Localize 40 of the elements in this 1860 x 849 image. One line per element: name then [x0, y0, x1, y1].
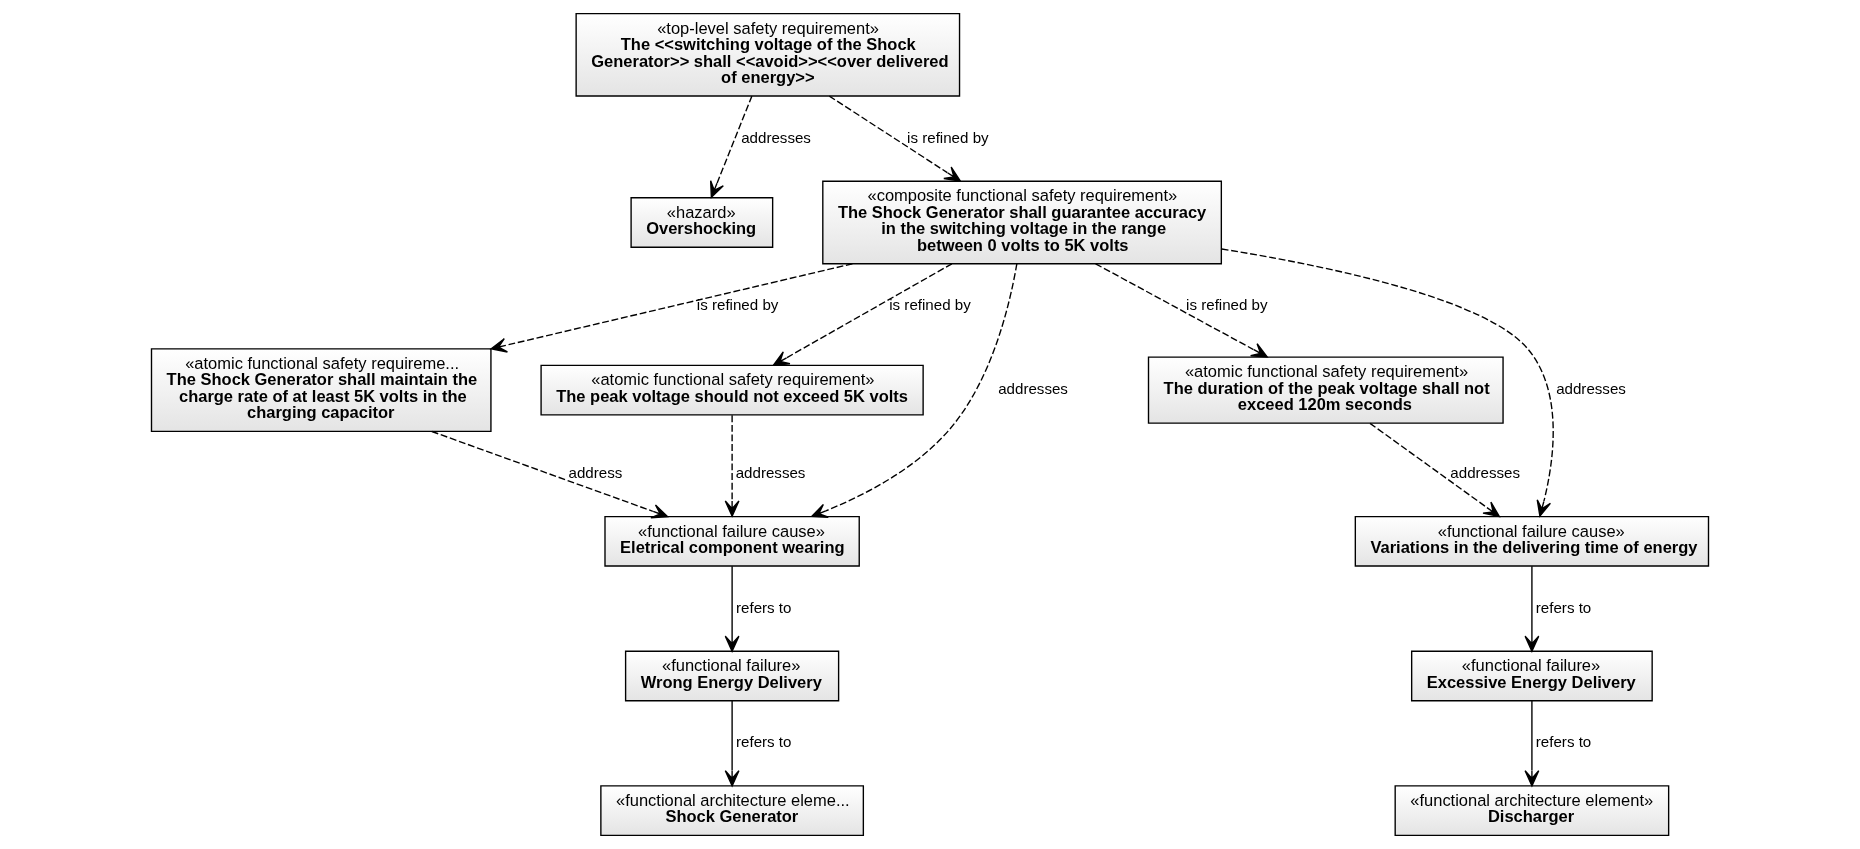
node-box: «atomic functional safety requirement» The peak voltage should not exceed 5K volts: [540, 364, 924, 416]
edge-label: addresses: [741, 128, 811, 146]
edge-label: refers to: [1535, 598, 1592, 616]
arrow: [724, 414, 740, 517]
edge-label: is refined by: [696, 296, 779, 314]
node-box: «functional failure cause» Eletrical component wearing: [604, 515, 860, 567]
arrow: [772, 263, 953, 366]
arrow: [724, 700, 740, 787]
arrow: [431, 430, 669, 519]
arrow: [1369, 422, 1500, 518]
edge-label: is refined by: [889, 296, 971, 314]
edge-label: refers to: [1535, 733, 1592, 751]
node-box: «functional failure cause» Variations in the delivering time of energy: [1354, 515, 1710, 567]
edge-label: is refined by: [907, 128, 989, 146]
arrow: [1524, 565, 1540, 652]
edge-label: address: [568, 463, 623, 481]
node-box: «atomic functional safety requireme... The Shock Generator shall maintain the charge rate of at least 5K volts in the charging capacitor: [150, 348, 492, 433]
node-box: «functional failure» Wrong Energy Delivery: [624, 650, 840, 702]
edge-label: is refined by: [1186, 296, 1268, 314]
arrow: [828, 95, 961, 182]
node-box: «functional architecture eleme... Shock Generator: [600, 785, 865, 837]
arrow: [710, 95, 753, 199]
node-box: «functional failure» Excessive Energy Delivery: [1411, 650, 1653, 702]
arrow: [811, 263, 1018, 518]
node-box: «hazard» Overshocking: [630, 197, 774, 248]
edge-label: addresses: [998, 379, 1068, 397]
node-box: «functional architecture element» Discharger: [1394, 785, 1670, 837]
edge-label: addresses: [1450, 463, 1521, 481]
arrow: [1094, 263, 1268, 358]
edge-label: refers to: [736, 598, 792, 616]
arrow: [1221, 248, 1554, 517]
node-box: «atomic functional safety requirement» The duration of the peak voltage shall not exceed 120m seconds: [1147, 356, 1504, 424]
arrow: [724, 565, 740, 652]
arrow: [1524, 700, 1540, 787]
edge-label: refers to: [736, 733, 792, 751]
arrow: [490, 263, 854, 353]
edge-label: addresses: [1556, 379, 1626, 397]
node-box: «composite functional safety requirement» The Shock Generator shall guarantee accuracy in the switching voltage in the range between 0 volts to 5K volts: [822, 180, 1223, 265]
edge-label: addresses: [735, 463, 806, 481]
node-box: «top-level safety requirement» The <<switching voltage of the Shock Generator>> shall <<avoid>><<over delivered of energy>>: [575, 12, 961, 97]
